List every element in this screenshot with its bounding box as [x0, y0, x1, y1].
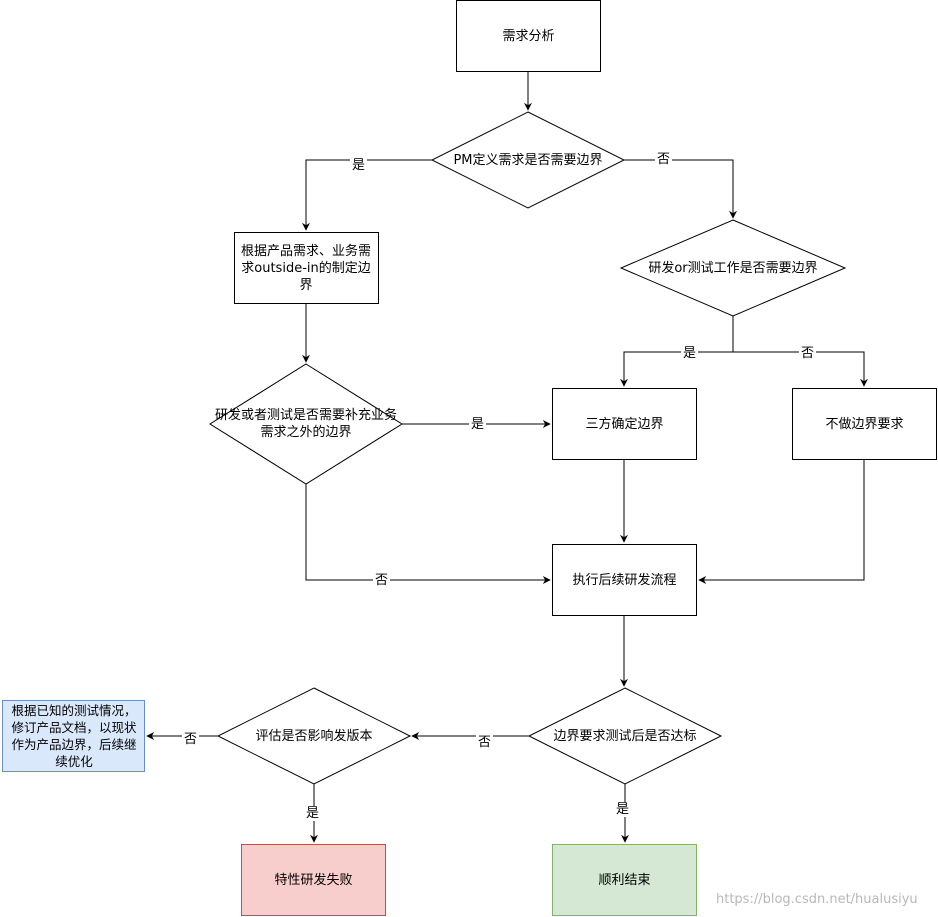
revise-docs-label: 根据已知的测试情况，修订产品文档，以现状作为产品边界，后续继续优化	[11, 703, 137, 769]
edge-label-pm-no: 否	[655, 152, 673, 167]
edge-pm-yes	[302, 159, 432, 231]
success-end-label: 顺利结束	[598, 872, 651, 888]
edge-label-supplement-yes: 是	[469, 417, 487, 432]
edge-pm-no	[624, 159, 737, 219]
edge-label-devtest-no: 否	[799, 346, 817, 361]
no-boundary-label: 不做边界要求	[825, 416, 904, 432]
watermark-url: https://blog.csdn.net/hualusiyu	[716, 892, 918, 907]
requirement-analysis-label: 需求分析	[502, 28, 555, 44]
execute-dev-flow-label: 执行后续研发流程	[572, 572, 677, 588]
three-party-boundary-label: 三方确定边界	[585, 416, 664, 432]
revise-docs-note[interactable]	[2, 700, 145, 772]
edge-no-boundary-to-execute	[698, 460, 865, 584]
edge-label-pass-yes: 是	[614, 802, 632, 817]
feature-fail-label: 特性研发失败	[274, 872, 353, 888]
edge-supplement-no	[305, 484, 551, 584]
edge-label-affect-no: 否	[182, 732, 200, 747]
feature-fail-box[interactable]	[241, 844, 386, 916]
edge-devtest-yes	[620, 351, 733, 387]
affect-release-label: 评估是否影响发版本	[255, 728, 373, 744]
edge-label-affect-yes: 是	[304, 806, 322, 821]
define-boundary-outside-in-box[interactable]	[234, 232, 379, 304]
edge-label-pm-yes: 是	[350, 158, 368, 173]
boundary-test-pass-label: 边界要求测试后是否达标	[553, 728, 697, 744]
pm-define-boundary-diamond[interactable]	[430, 111, 626, 209]
edge-label-devtest-yes: 是	[681, 346, 699, 361]
dev-test-need-boundary-label: 研发or测试工作是否需要边界	[648, 260, 818, 276]
edge-label-pass-no: 否	[476, 735, 494, 750]
dev-test-supplement-label: 研发或者测试是否需要补充业务需求之外的边界	[214, 408, 397, 440]
requirement-analysis-box[interactable]	[456, 0, 601, 72]
define-boundary-outside-in-label: 根据产品需求、业务需求outside-in的制定边界	[240, 243, 371, 293]
edge-devtest-no	[733, 351, 868, 387]
no-boundary-box[interactable]	[792, 388, 937, 460]
execute-dev-flow-box[interactable]	[552, 544, 697, 616]
pm-define-boundary-label: PM定义需求是否需要边界	[453, 152, 603, 168]
three-party-boundary-box[interactable]	[552, 388, 697, 460]
edge-label-supplement-no: 否	[373, 573, 391, 588]
success-end-box[interactable]	[552, 844, 697, 916]
